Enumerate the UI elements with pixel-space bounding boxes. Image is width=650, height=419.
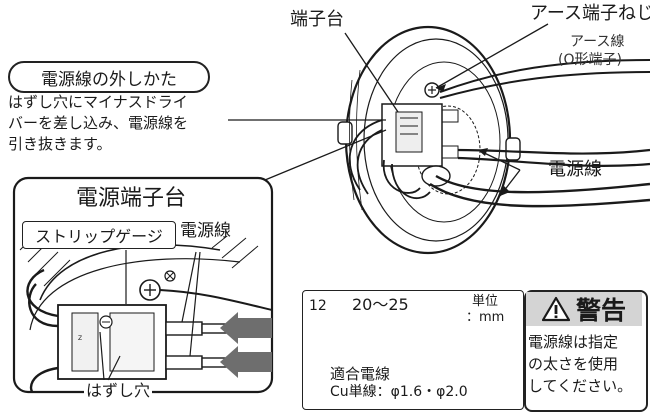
removal-desc-line3: 引き抜きます。	[8, 135, 112, 153]
fixture-illustration	[337, 25, 650, 255]
detail-power-wire-label: 電源線	[180, 221, 231, 241]
leader-arrowheads	[436, 84, 510, 196]
label-earth-screw: アース端子ねじ	[530, 3, 650, 24]
label-power-wire: 電源線	[548, 159, 602, 180]
warning-title: 警告	[575, 296, 626, 325]
leader-lines	[228, 23, 549, 197]
warning-line1: 電源線は指定	[528, 333, 619, 351]
dim-conductor-length: 20～25	[352, 295, 409, 314]
compatible-wire-label: 適合電線	[330, 365, 391, 383]
removal-title: 電源線の外しかた	[41, 69, 177, 90]
strip-gauge-label-box: ストリップゲージ	[22, 221, 176, 249]
wire-spec-box	[302, 290, 524, 410]
removal-desc-line1: はずし穴にマイナスドライ	[8, 93, 188, 111]
label-earth-wire-note: (O形端子)	[558, 52, 622, 68]
label-terminal-block: 端子台	[290, 9, 344, 30]
removal-title-pill: 電源線の外しかた	[8, 61, 210, 93]
unit-value: ：mm	[466, 310, 505, 325]
unit-label: 単位	[472, 294, 499, 309]
dim-strip-length: 12	[309, 298, 327, 314]
svg-text:Z: Z	[78, 335, 82, 342]
warning-header: 警告	[526, 292, 642, 326]
release-hole-label: はずし穴	[84, 381, 153, 401]
strip-gauge-label: ストリップゲージ	[35, 227, 163, 246]
warning-line3: してください。	[528, 377, 633, 395]
insert-direction-arrows	[220, 312, 272, 378]
warning-line2: の太さを使用	[528, 355, 619, 373]
label-earth-wire: アース線	[570, 34, 625, 50]
warning-triangle-icon	[541, 296, 570, 322]
detail-title: 電源端子台	[76, 186, 187, 211]
removal-desc-line2: バーを差し込み、電源線を	[8, 114, 189, 132]
compatible-wire-spec: Cu単線：φ1.6・φ2.0	[330, 384, 468, 400]
